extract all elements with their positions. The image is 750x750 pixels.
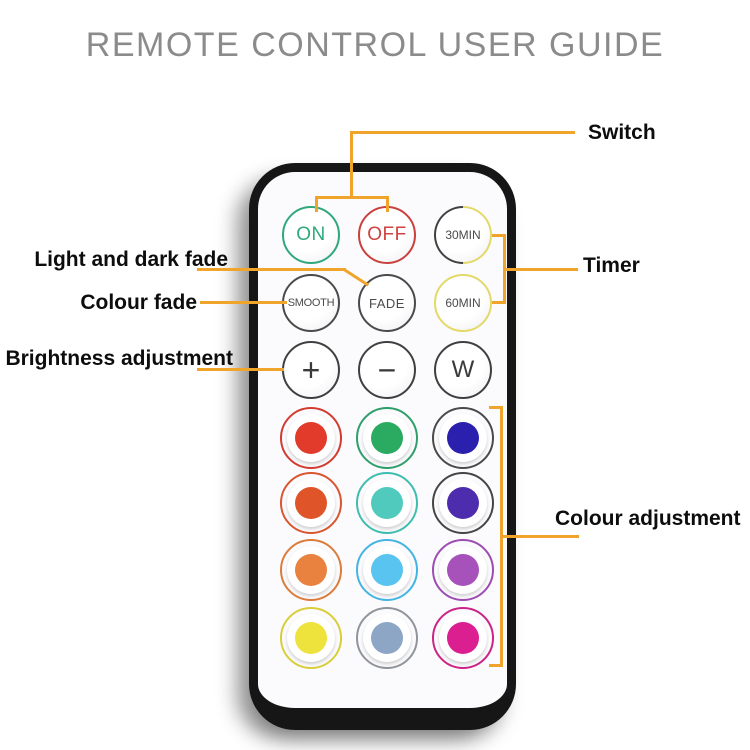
switch-line-stem	[350, 131, 353, 199]
color-dot-violet-blue	[447, 487, 479, 519]
color-button-red-face	[287, 414, 335, 462]
brightness-up-button[interactable]: +	[282, 341, 340, 399]
switch-bracket-tick-right	[386, 196, 389, 212]
color-dot-sky-blue	[371, 554, 403, 586]
color-button-yellow[interactable]	[280, 607, 342, 669]
color-button-green[interactable]	[356, 407, 418, 469]
light-dark-fade-label: Light and dark fade	[34, 248, 228, 271]
minus-icon: −	[377, 352, 397, 388]
plus-icon: +	[301, 352, 321, 388]
color-button-magenta[interactable]	[432, 607, 494, 669]
timer-bracket-tick-top	[492, 234, 506, 237]
color-button-steel-blue[interactable]	[356, 607, 418, 669]
color-button-green-face	[363, 414, 411, 462]
colour-fade-line	[200, 301, 287, 304]
page-title: REMOTE CONTROL USER GUIDE	[85, 26, 665, 64]
off-button-label: OFF	[367, 224, 407, 245]
color-dot-steel-blue	[371, 622, 403, 654]
color-button-dark-blue-face	[439, 414, 487, 462]
color-button-sky-blue-face	[363, 546, 411, 594]
timer-label: Timer	[583, 254, 640, 277]
color-button-purple[interactable]	[432, 539, 494, 601]
white-button-label: W	[451, 356, 475, 383]
color-button-violet-blue-face	[439, 479, 487, 527]
colour-adjustment-bracket-tick-top	[489, 406, 503, 409]
color-button-orange[interactable]	[280, 539, 342, 601]
color-button-dark-blue[interactable]	[432, 407, 494, 469]
color-dot-purple	[447, 554, 479, 586]
color-dot-green	[371, 422, 403, 454]
timer-60min-button[interactable]: 60MIN	[434, 274, 492, 332]
on-button-label: ON	[296, 224, 326, 245]
smooth-button-label: SMOOTH	[287, 297, 335, 309]
switch-line-horizontal	[351, 131, 575, 134]
colour-adjustment-line	[503, 535, 579, 538]
on-button[interactable]: ON	[282, 206, 340, 264]
colour-adjustment-label: Colour adjustment	[555, 507, 741, 530]
color-button-violet-blue[interactable]	[432, 472, 494, 534]
color-button-orange-face	[287, 546, 335, 594]
fade-button-label: FADE	[369, 295, 405, 311]
smooth-button[interactable]: SMOOTH	[282, 274, 340, 332]
color-dot-orange-red	[295, 487, 327, 519]
timer-30min-label: 30MIN	[445, 228, 481, 242]
colour-adjustment-bracket-vertical	[500, 406, 503, 667]
color-button-teal[interactable]	[356, 472, 418, 534]
color-dot-orange	[295, 554, 327, 586]
colour-fade-label: Colour fade	[80, 291, 197, 314]
color-button-steel-blue-face	[363, 614, 411, 662]
timer-bracket-tick-bottom	[492, 301, 506, 304]
white-button[interactable]: W	[434, 341, 492, 399]
brightness-line	[197, 368, 284, 371]
brightness-adjustment-label: Brightness adjustment	[5, 347, 233, 370]
color-button-orange-red-face	[287, 479, 335, 527]
color-dot-magenta	[447, 622, 479, 654]
colour-adjustment-bracket-tick-bottom	[489, 664, 503, 667]
color-dot-yellow	[295, 622, 327, 654]
color-button-red[interactable]	[280, 407, 342, 469]
timer-line	[503, 268, 578, 271]
timer-60min-label: 60MIN	[445, 296, 481, 310]
color-dot-dark-blue	[447, 422, 479, 454]
color-button-teal-face	[363, 479, 411, 527]
switch-bracket	[315, 196, 389, 199]
color-button-orange-red[interactable]	[280, 472, 342, 534]
switch-bracket-tick-left	[315, 196, 318, 212]
timer-30min-face: 30MIN	[436, 208, 490, 262]
color-dot-red	[295, 422, 327, 454]
color-button-magenta-face	[439, 614, 487, 662]
light-dark-fade-line	[197, 268, 346, 271]
color-button-yellow-face	[287, 614, 335, 662]
timer-30min-button[interactable]: 30MIN	[434, 206, 492, 264]
switch-label: Switch	[588, 121, 656, 144]
color-button-sky-blue[interactable]	[356, 539, 418, 601]
color-dot-teal	[371, 487, 403, 519]
color-button-purple-face	[439, 546, 487, 594]
brightness-down-button[interactable]: −	[358, 341, 416, 399]
off-button[interactable]: OFF	[358, 206, 416, 264]
